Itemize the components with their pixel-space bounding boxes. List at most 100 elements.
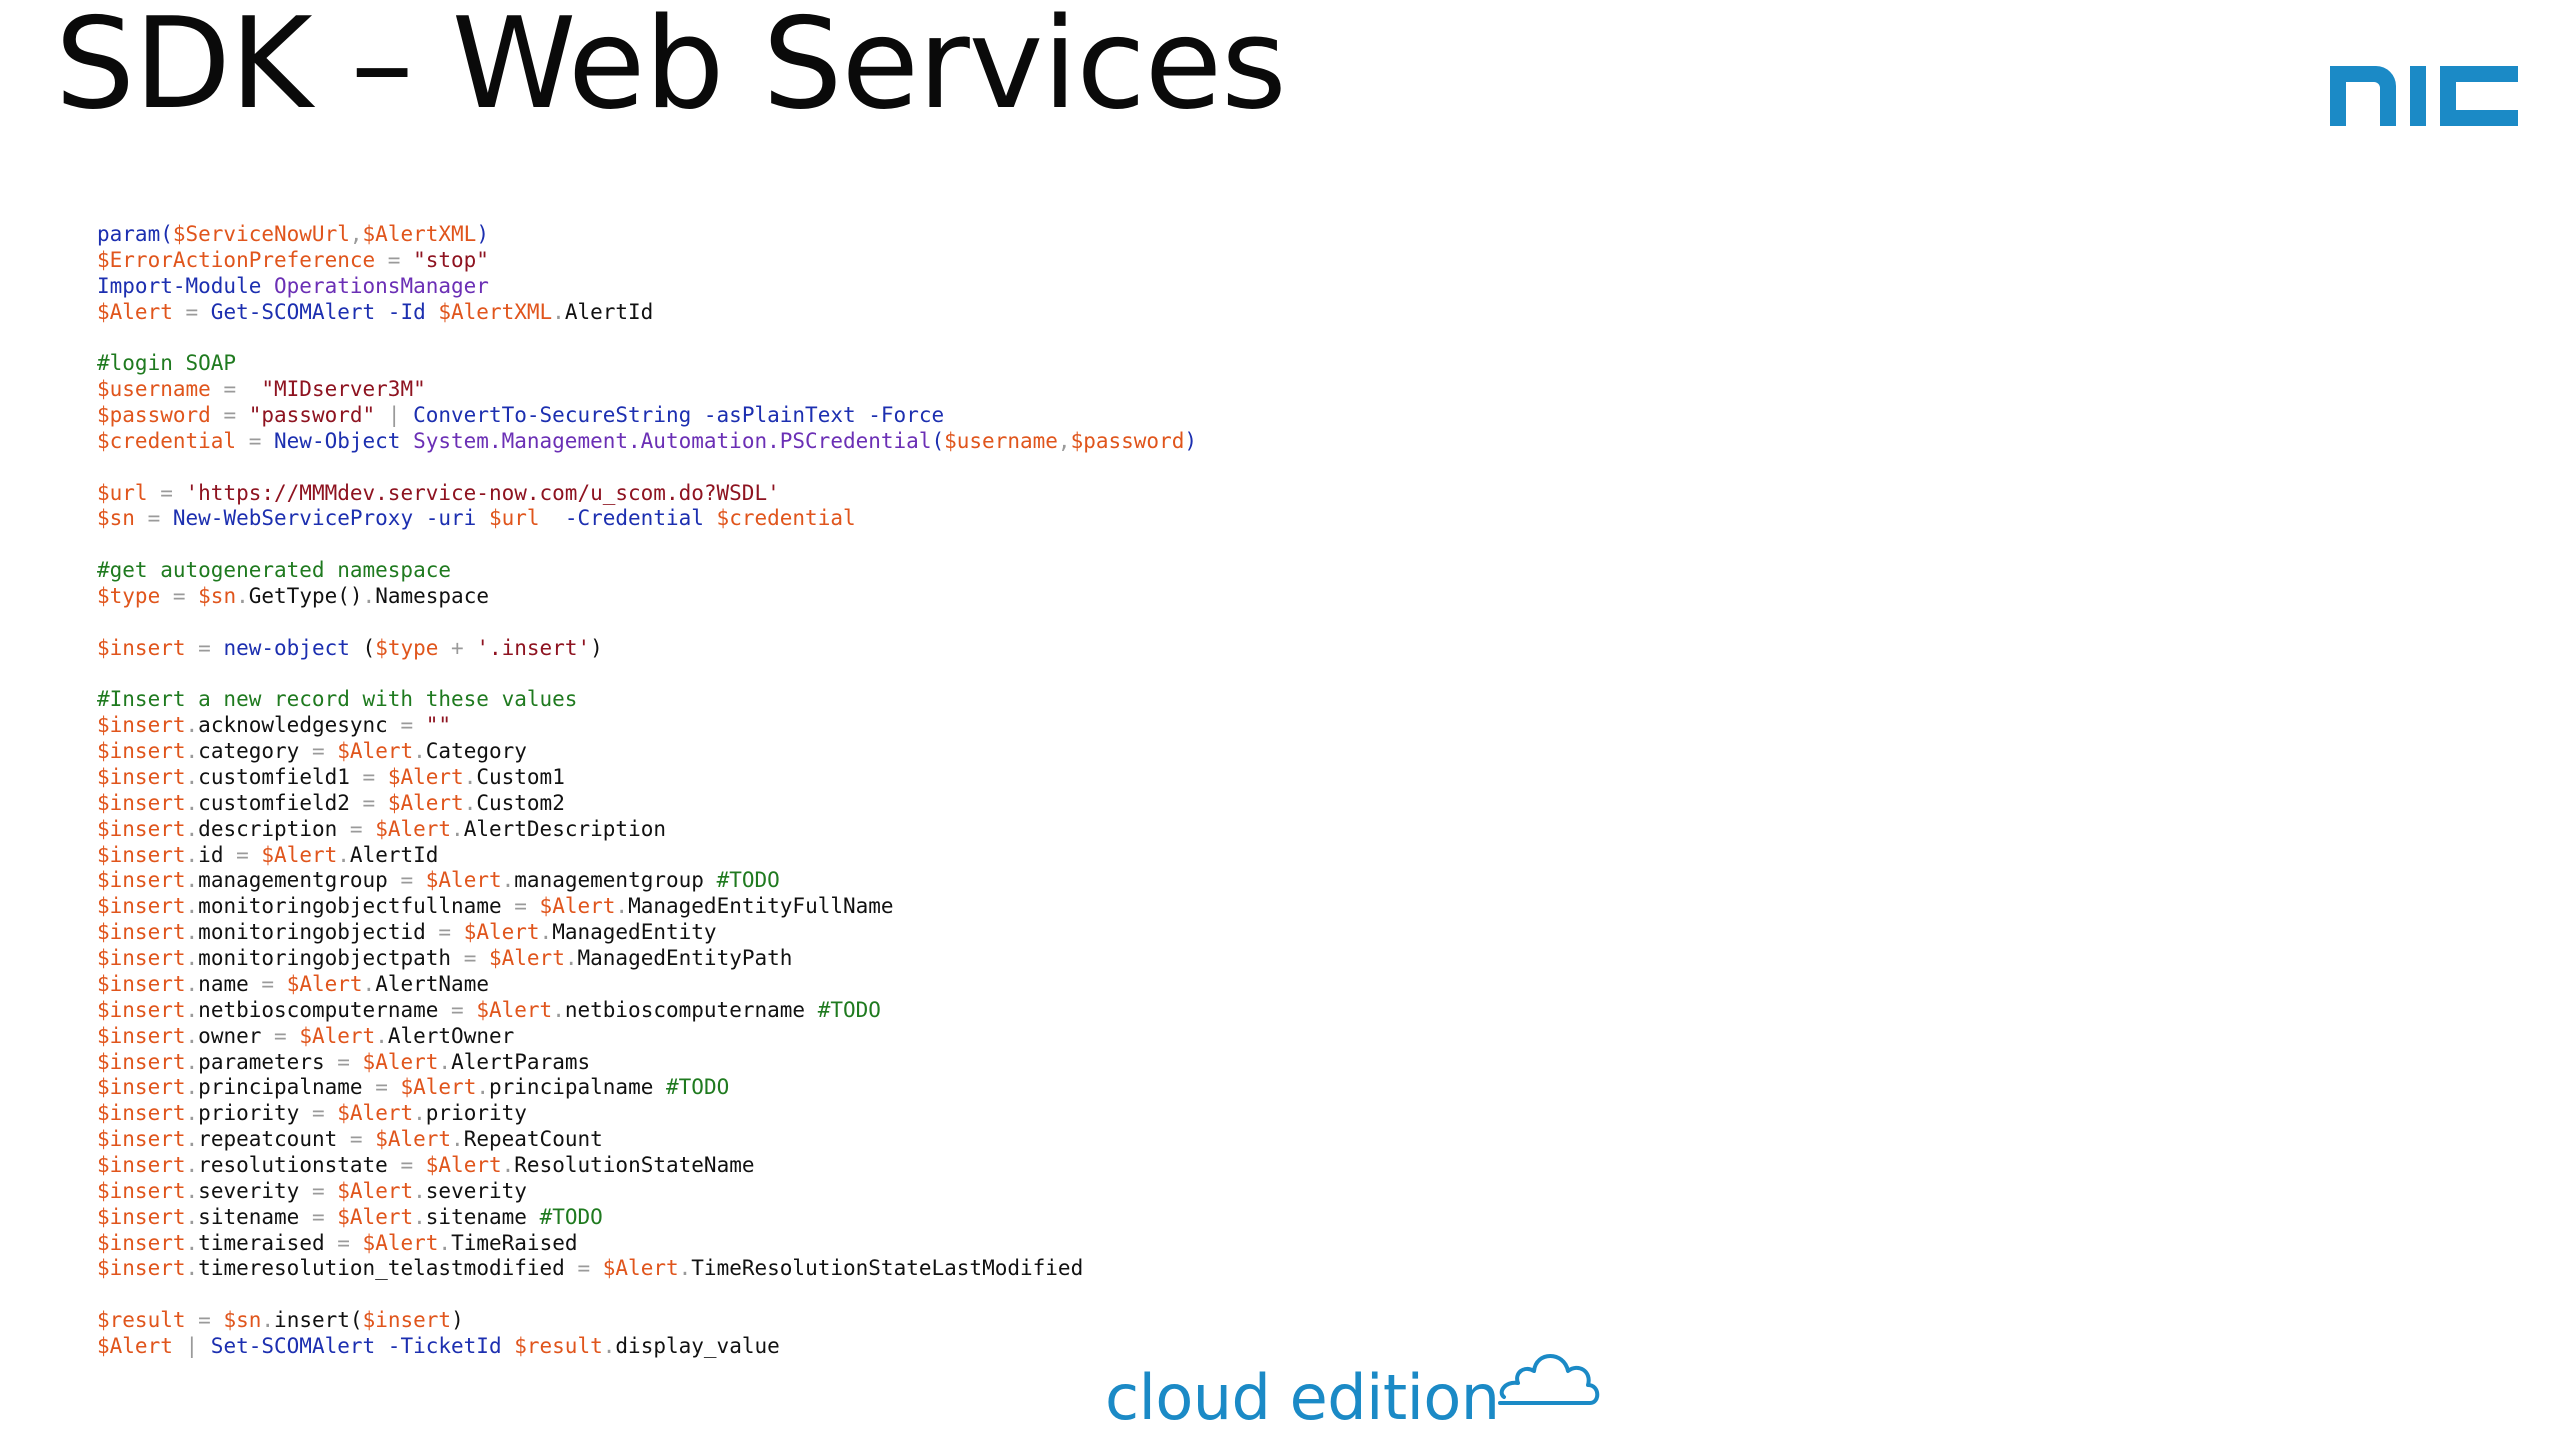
code-token: = <box>375 247 414 272</box>
code-token: $Alert <box>539 894 616 919</box>
code-line: $insert.repeatcount = $Alert.RepeatCount <box>97 1127 1197 1153</box>
code-token: = <box>324 1049 363 1074</box>
code-token: owner <box>198 1023 262 1048</box>
code-token: = <box>387 868 426 893</box>
code-token: principalname <box>198 1075 363 1100</box>
code-token: $username <box>97 377 211 402</box>
code-token: . <box>185 868 199 893</box>
code-token: New-Object <box>274 428 414 453</box>
code-line: $insert.timeresolution_telastmodified = … <box>97 1256 1197 1282</box>
code-token: = <box>362 1075 401 1100</box>
code-token: $ErrorActionPreference <box>97 247 376 272</box>
code-line: $type = $sn.GetType().Namespace <box>97 584 1197 610</box>
code-token: $insert <box>97 946 186 971</box>
code-token: . <box>185 1049 199 1074</box>
code-token: . <box>463 765 477 790</box>
code-line: $insert.priority = $Alert.priority <box>97 1101 1197 1127</box>
code-token: repeatcount <box>198 1127 338 1152</box>
code-line: $sn = New-WebServiceProxy -uri $url -Cre… <box>97 506 1197 532</box>
code-token: principalname <box>489 1075 667 1100</box>
code-token: AlertOwner <box>387 1023 515 1048</box>
code-token: | <box>172 1333 211 1358</box>
code-token: $Alert <box>387 765 464 790</box>
code-token: $insert <box>97 1204 186 1229</box>
code-token: $insert <box>97 790 186 815</box>
code-token: . <box>413 1204 426 1229</box>
code-token: . <box>413 1178 426 1203</box>
code-token: "stop" <box>413 247 489 272</box>
code-token: New-WebServiceProxy -uri <box>172 506 489 531</box>
code-token: . <box>438 1230 452 1255</box>
code-token: Custom2 <box>476 790 565 815</box>
code-line: $insert.category = $Alert.Category <box>97 739 1197 765</box>
code-token: $insert <box>97 997 186 1022</box>
code-token: ConvertTo-SecureString -asPlainText -For… <box>413 403 945 428</box>
code-token: = <box>299 739 338 764</box>
code-line: $password = "password" | ConvertTo-Secur… <box>97 403 1197 429</box>
code-token: $insert <box>97 971 186 996</box>
code-token: managementgroup <box>198 868 388 893</box>
code-token: . <box>185 1152 199 1177</box>
code-line: $insert.name = $Alert.AlertName <box>97 972 1197 998</box>
code-token: . <box>451 816 464 841</box>
code-token: . <box>602 1333 616 1358</box>
code-token: = <box>425 920 464 945</box>
code-token: . <box>185 946 199 971</box>
code-token: $Alert <box>602 1256 679 1281</box>
code-token: . <box>463 790 477 815</box>
code-token: AlertDescription <box>463 816 666 841</box>
code-token: $Alert <box>375 1127 452 1152</box>
code-token: . <box>185 739 199 764</box>
code-token: timeresolution_telastmodified <box>198 1256 565 1281</box>
code-token: AlertId <box>349 842 439 867</box>
code-token: = <box>451 946 489 971</box>
code-token: . <box>678 1256 692 1281</box>
code-line: $ErrorActionPreference = "stop" <box>97 248 1197 274</box>
code-token: $insert <box>97 1178 186 1203</box>
code-token: = <box>564 1256 603 1281</box>
code-token: Category <box>425 739 527 764</box>
cloud-edition-brand: cloud edition <box>1105 1345 1602 1433</box>
code-token: 'https://MMMdev.service-now.com/u_scom.d… <box>185 480 780 505</box>
code-token: = <box>349 790 388 815</box>
code-token: severity <box>425 1178 527 1203</box>
code-token: AlertParams <box>451 1049 591 1074</box>
code-token: $result <box>97 1308 186 1333</box>
code-token: monitoringobjectid <box>198 920 426 945</box>
code-token: = <box>337 1127 376 1152</box>
code-line <box>97 455 1197 481</box>
code-token: $ServiceNowUrl <box>172 222 350 246</box>
code-token: = <box>387 713 426 738</box>
code-token: $Alert <box>337 1101 414 1126</box>
code-token: managementgroup <box>514 868 717 893</box>
code-token: "MIDserver3M" <box>261 377 426 402</box>
code-token: monitoringobjectpath <box>198 946 452 971</box>
code-token: Set-SCOMAlert -TicketId <box>210 1333 515 1358</box>
code-line: $insert.monitoringobjectfullname = $Aler… <box>97 894 1197 920</box>
code-token: GetType() <box>248 584 363 609</box>
code-token: ResolutionStateName <box>514 1152 755 1177</box>
code-token: ManagedEntityPath <box>577 946 793 971</box>
code-token: #get autogenerated namespace <box>97 558 452 583</box>
code-token: = <box>349 765 388 790</box>
code-token: . <box>185 894 199 919</box>
code-token: . <box>539 920 553 945</box>
code-token: TimeResolutionStateLastModified <box>691 1256 1084 1281</box>
code-token: = <box>172 299 211 324</box>
code-token: $Alert <box>286 971 363 996</box>
code-token: . <box>185 1256 199 1281</box>
code-token: $type <box>375 635 439 660</box>
code-token: , <box>1057 428 1071 453</box>
code-token: $url <box>488 506 540 531</box>
code-line: $insert.customfield2 = $Alert.Custom2 <box>97 791 1197 817</box>
code-token: . <box>185 1204 199 1229</box>
code-token: = <box>299 1178 338 1203</box>
code-token: $Alert <box>400 1075 477 1100</box>
code-token: . <box>185 1178 199 1203</box>
code-token: ) <box>451 1308 464 1333</box>
code-token: TimeRaised <box>451 1230 578 1255</box>
code-token: $insert <box>97 1023 186 1048</box>
code-token: timeraised <box>198 1230 325 1255</box>
code-line: $insert.id = $Alert.AlertId <box>97 843 1197 869</box>
code-token: Get-SCOMAlert -Id <box>210 299 439 324</box>
